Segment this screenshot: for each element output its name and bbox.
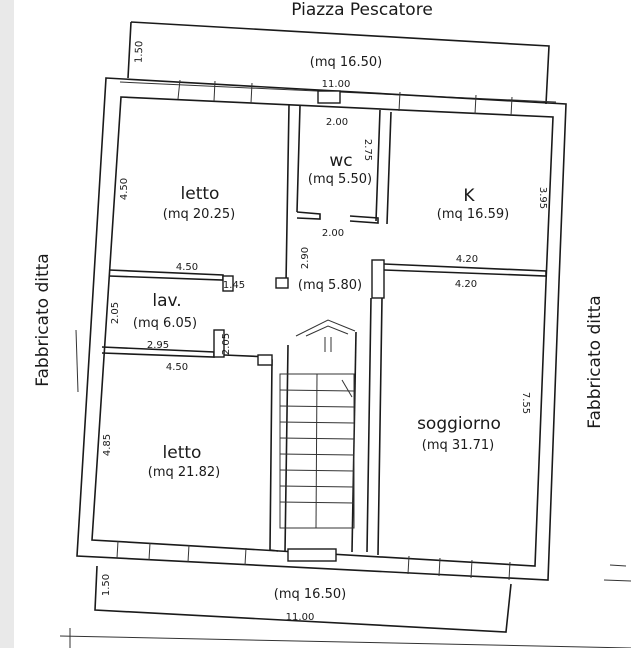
room-height-dim: 4.50 (119, 178, 130, 200)
top-balcony-width: 11.00 (322, 79, 351, 90)
wc-side-dim: 2.75 (362, 139, 373, 161)
soggiorno-top-dim: 4.20 (455, 279, 477, 290)
top-balcony-depth: 1.50 (134, 41, 146, 64)
room-width-dim: 4.50 (176, 262, 198, 273)
room-name: wc (329, 151, 352, 171)
room-letto-bottom: letto (mq 21.82) 4.85 (102, 434, 220, 480)
room-kitchen: K (mq 16.59) 3.95 4.20 (437, 186, 548, 265)
room-name: soggiorno (417, 414, 501, 434)
bottom-balcony-width: 11.00 (286, 612, 315, 623)
lav-side-dim: 2.05 (110, 302, 121, 324)
room-name: lav. (152, 291, 181, 311)
room-area: (mq 31.71) (422, 438, 494, 453)
room-name: letto (163, 443, 202, 463)
room-area: (mq 5.50) (308, 172, 372, 187)
kitchen-side-dim: 3.95 (537, 187, 548, 209)
corridor-dim: 2.90 (300, 247, 311, 269)
lav-width-dim: 2.95 (147, 340, 169, 351)
room-area: (mq 21.82) (148, 465, 220, 480)
room-lav: lav. (mq 6.05) 2.05 2.95 2.05 4.50 (110, 291, 232, 373)
street-name: Piazza Pescatore (291, 0, 433, 20)
scan-shadow (0, 0, 14, 648)
kitchen-bottom-dim: 4.20 (456, 254, 478, 265)
side-label-left: Fabbricato ditta (33, 253, 53, 386)
wc-bottom-dim: 2.00 (322, 228, 344, 239)
side-label-right: Fabbricato ditta (585, 295, 605, 428)
interior-walls (101, 104, 547, 556)
corridor-area: (mq 5.80) (298, 278, 362, 293)
soggiorno-side-dim: 7.55 (520, 392, 531, 414)
room-name: K (463, 186, 475, 206)
corridor: 2.90 (mq 5.80) 1.45 (223, 247, 362, 293)
room-letto-top: letto (mq 20.25) 4.50 4.50 (119, 178, 235, 273)
outer-walls (76, 77, 567, 581)
bottom-balcony: 1.50 (mq 16.50) 11.00 (94, 565, 512, 633)
room-area: (mq 20.25) (163, 207, 235, 222)
corridor-side-dim: 1.45 (223, 280, 245, 291)
bottom-balcony-depth: 1.50 (101, 574, 112, 596)
room-name: letto (181, 184, 220, 204)
room-area: (mq 16.59) (437, 207, 509, 222)
letto-bottom-side-dim: 4.85 (102, 434, 113, 456)
room-area: (mq 6.05) (133, 316, 197, 331)
lav-bottom-dim: 4.50 (166, 362, 188, 373)
staircase (279, 319, 356, 562)
wc-top-dim: 2.00 (326, 117, 348, 128)
bottom-balcony-area: (mq 16.50) (274, 587, 346, 602)
room-soggiorno: 4.20 soggiorno (mq 31.71) 7.55 (417, 279, 531, 453)
lav-side-dim2: 2.05 (221, 333, 232, 355)
room-wc: 2.00 2.75 wc (mq 5.50) 2.00 (308, 117, 373, 239)
top-balcony-area: (mq 16.50) (310, 55, 382, 70)
